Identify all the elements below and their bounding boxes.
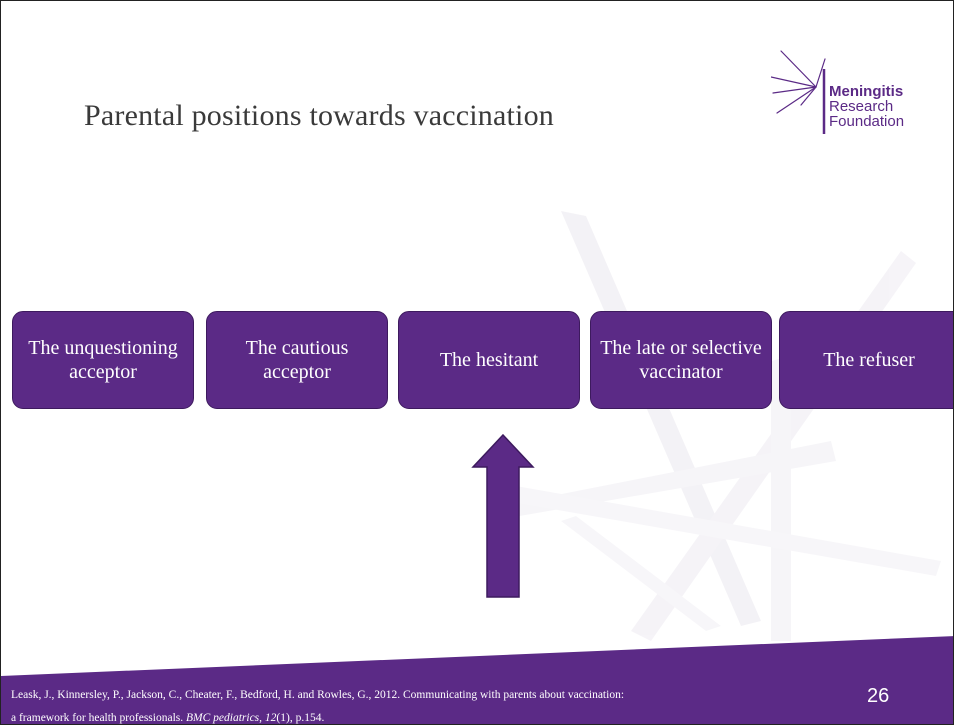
citation-line1: Leask, J., Kinnersley, P., Jackson, C., … [11,689,625,701]
citation-pages: (1), p.154. [276,712,325,724]
stage-label: The cautious acceptor [245,337,349,383]
citation-volume: 12 [264,712,277,724]
slide-title: Parental positions towards vaccination [84,99,554,132]
logo-text-foundation: Foundation [829,113,905,130]
stage-unquestioning-acceptor: The unquestioning acceptor [12,311,194,409]
stage-refuser: The refuser [779,311,953,409]
stage-label: The unquestioning acceptor [28,337,178,383]
logo-text-meningitis: Meningitis [829,83,904,100]
page-number: 26 [867,685,890,707]
stage-cautious-acceptor: The cautious acceptor [206,311,388,409]
stage-late-or-selective-vaccinator: The late or selective vaccinator [590,311,772,409]
stage-label: The refuser [823,349,915,371]
stage-hesitant: The hesitant [398,311,580,409]
stage-label: The late or selective vaccinator [600,337,762,383]
citation-separator: , [259,712,265,724]
stage-label: The hesitant [439,349,539,371]
citation-journal: BMC pediatrics [186,712,260,724]
citation-line2: a framework for health professionals. [11,712,186,724]
up-arrow-icon [471,433,535,598]
logo-text-research: Research [829,98,894,115]
meningitis-research-foundation-logo: Meningitis Research Foundation [771,49,931,139]
citation-text: Leask, J., Kinnersley, P., Jackson, C., … [11,684,791,724]
starburst-logo-icon [771,50,826,134]
